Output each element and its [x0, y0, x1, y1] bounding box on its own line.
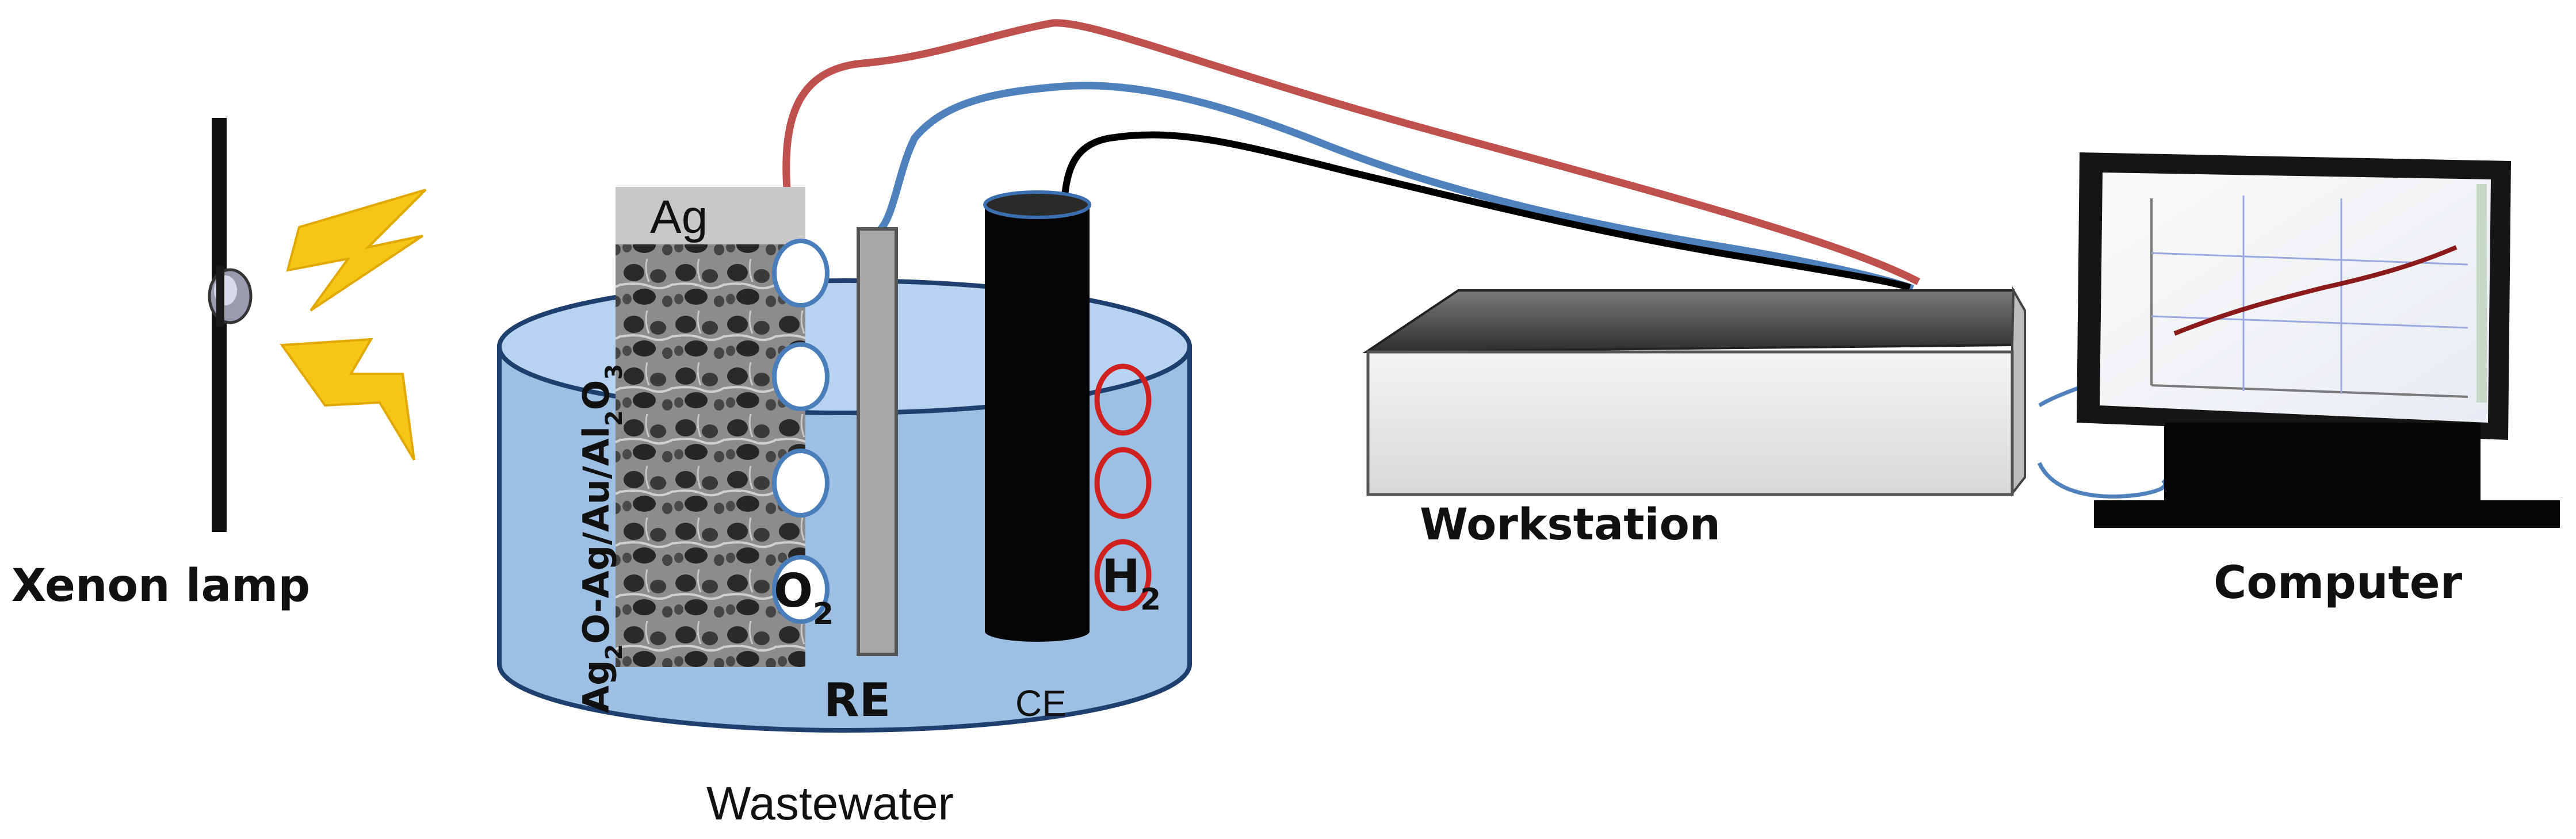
electrode-vertical-label: Ag2O-Ag/Au/Al2O3: [575, 364, 628, 713]
xenon-lamp: [208, 118, 427, 532]
workstation-front: [1366, 350, 2014, 496]
o2-bubble: [772, 555, 830, 624]
ag-top-layer: [616, 187, 805, 244]
workstation-label: Workstation: [1420, 499, 1721, 550]
o2-label: O2: [774, 564, 834, 631]
monitor-stand: [2164, 423, 2481, 503]
computer-label: Computer: [2214, 557, 2463, 609]
reference-electrode-label: RE: [824, 673, 890, 727]
h2-bubble: [1094, 363, 1152, 436]
screen-plot: [2150, 184, 2487, 403]
reference-electrode: [857, 227, 898, 656]
computer-cable: [2037, 462, 2168, 499]
black-wire: [1061, 131, 1911, 291]
lightning-bolt-icon: [280, 338, 415, 461]
blue-wire: [874, 82, 1914, 293]
working-electrode: [616, 187, 805, 667]
counter-electrode-label: CE: [1015, 683, 1067, 724]
monitor-base: [2094, 500, 2560, 528]
xenon-lamp-label: Xenon lamp: [12, 560, 310, 612]
h2-bubble: [1094, 539, 1152, 611]
counter-electrode: [983, 190, 1091, 642]
h2-label: H2: [1102, 550, 1161, 617]
monitor-screen: [2100, 173, 2491, 423]
workstation-side: [2011, 286, 2026, 497]
red-wire: [782, 19, 1920, 285]
o2-bubble: [772, 342, 830, 411]
computer-cable: [2038, 384, 2084, 408]
hydrogen-bubbles: [1094, 363, 1152, 611]
workstation: [1362, 286, 2026, 497]
lamp-bulb-icon: [208, 266, 253, 327]
wastewater-label: Wastewater: [706, 777, 954, 830]
h2-bubble: [1094, 447, 1152, 519]
wires: [782, 19, 2168, 499]
o2-bubble: [772, 239, 830, 308]
lightning-bolt-icon: [286, 189, 427, 312]
workstation-top: [1362, 289, 2015, 354]
oxygen-bubbles: [772, 239, 830, 624]
ag-label: Ag: [650, 191, 708, 243]
computer: [2077, 152, 2560, 528]
o2-bubble: [772, 449, 830, 518]
